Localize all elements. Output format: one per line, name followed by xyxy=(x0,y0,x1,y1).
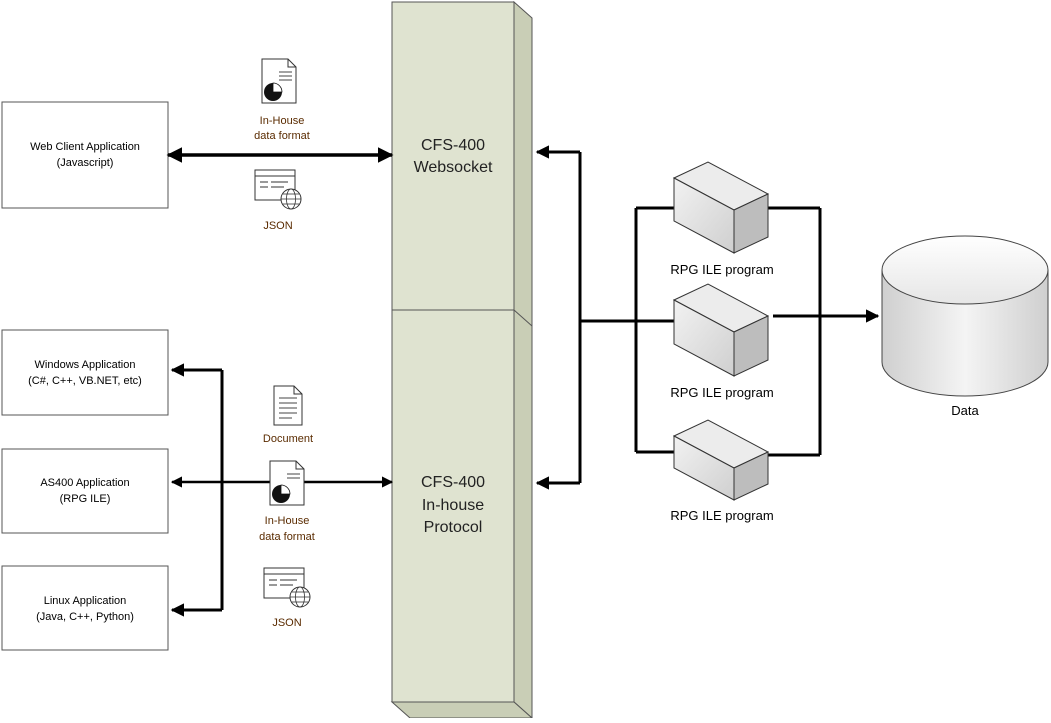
json-label-bottom: JSON xyxy=(272,617,301,629)
inhouse-format-icon-bottom xyxy=(269,460,305,506)
as400-app-subtitle: (RPG ILE) xyxy=(60,493,111,505)
database-icon xyxy=(881,235,1049,397)
web-client-title: Web Client Application xyxy=(30,141,140,153)
rpg-program-label-1: RPG ILE program xyxy=(670,262,773,277)
inhouse-subtitle-2: Protocol xyxy=(424,519,483,536)
inhouse-format-label-top-2: data format xyxy=(254,130,310,142)
linux-app-title: Linux Application xyxy=(44,595,127,607)
inhouse-format-label-top-1: In-House xyxy=(260,115,305,127)
rpg-program-label-2: RPG ILE program xyxy=(670,385,773,400)
as400-app-box: AS400 Application (RPG ILE) xyxy=(1,448,169,534)
web-client-box: Web Client Application (Javascript) xyxy=(1,101,169,209)
document-label: Document xyxy=(263,433,313,445)
inhouse-format-icon-top xyxy=(261,58,297,104)
inhouse-format-label-bottom-2: data format xyxy=(259,531,315,543)
rpg-program-server-2 xyxy=(672,283,770,377)
inhouse-title: CFS-400 xyxy=(421,474,485,491)
as400-app-title: AS400 Application xyxy=(40,477,129,489)
cfs400-pillar: CFS-400 Websocket CFS-400 In-house Proto… xyxy=(390,0,534,720)
inhouse-format-label-bottom-1: In-House xyxy=(265,515,310,527)
websocket-title: CFS-400 xyxy=(421,137,485,154)
json-icon-top xyxy=(254,169,302,210)
database-label: Data xyxy=(951,403,979,418)
rpg-program-server-3 xyxy=(672,419,770,501)
json-label-top: JSON xyxy=(263,220,292,232)
linux-app-box: Linux Application (Java, C++, Python) xyxy=(1,565,169,651)
inhouse-subtitle: In-house xyxy=(422,497,484,514)
program-bus xyxy=(535,145,880,490)
rpg-program-label-3: RPG ILE program xyxy=(670,508,773,523)
json-icon-bottom xyxy=(263,567,311,608)
windows-app-title: Windows Application xyxy=(35,359,136,371)
client-bus xyxy=(170,363,394,617)
rpg-program-server-1 xyxy=(672,161,770,254)
document-icon xyxy=(273,385,303,426)
web-client-subtitle: (Javascript) xyxy=(57,157,114,169)
windows-app-box: Windows Application (C#, C++, VB.NET, et… xyxy=(1,329,169,416)
windows-app-subtitle: (C#, C++, VB.NET, etc) xyxy=(28,375,142,387)
linux-app-subtitle: (Java, C++, Python) xyxy=(36,611,134,623)
websocket-subtitle: Websocket xyxy=(414,159,493,176)
